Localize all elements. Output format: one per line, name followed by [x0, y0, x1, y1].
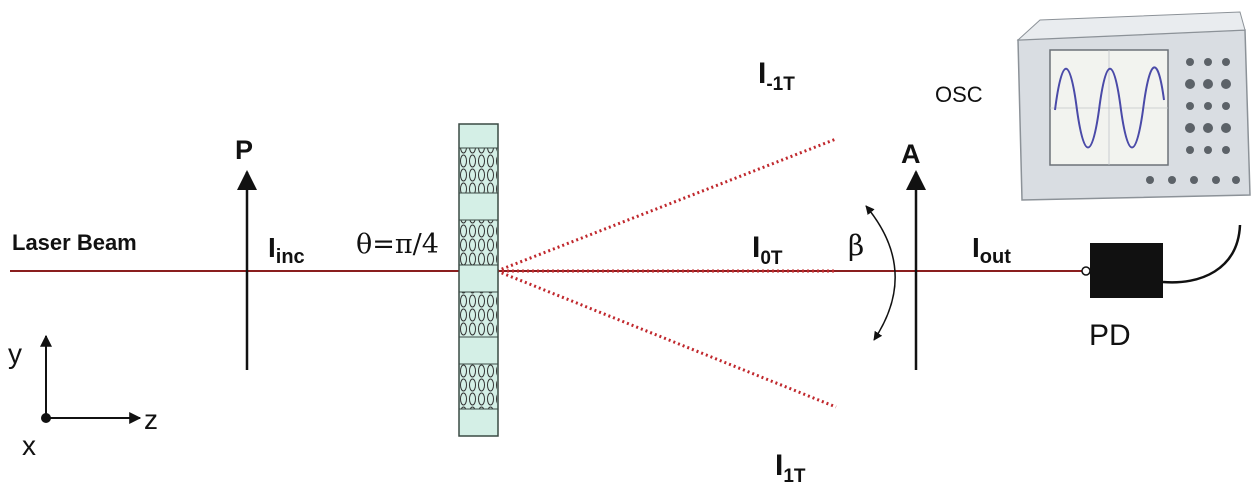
analyzer-label: A [901, 139, 921, 169]
photodetector-icon [1081, 224, 1242, 298]
incident-intensity-sub: inc [276, 246, 305, 268]
output-intensity-label: Iout [972, 232, 1011, 268]
order-plus1-label: I1T [775, 449, 806, 487]
rotation-arc-icon [865, 205, 896, 341]
order-0-sub: 0T [760, 248, 783, 269]
oscilloscope-icon [1016, 11, 1251, 201]
order-minus1-main: I [758, 57, 766, 90]
order-plus1-main: I [775, 449, 783, 482]
beta-label: β [848, 229, 864, 262]
order-plus1-beam [496, 269, 837, 409]
laser-beam-label: Laser Beam [12, 230, 137, 255]
coordinate-axes [40, 334, 142, 424]
theta-label: θ=π/4 [356, 229, 439, 260]
order-0-label: I0T [752, 231, 783, 269]
order-minus1-beam [496, 137, 837, 273]
polarizer-label: P [235, 135, 253, 165]
incident-intensity-label: Iinc [268, 232, 305, 268]
output-intensity-main: I [972, 232, 980, 263]
photodetector-label: PD [1089, 319, 1131, 352]
order-0-main: I [752, 231, 760, 264]
oscilloscope-label: OSC [935, 82, 983, 107]
order-plus1-sub: 1T [783, 466, 806, 487]
axis-y-label: y [8, 338, 22, 369]
output-intensity-sub: out [980, 246, 1011, 268]
order-minus1-sub: -1T [766, 74, 795, 95]
incident-intensity-main: I [268, 232, 276, 263]
axis-x-label: x [22, 430, 36, 461]
order-minus1-label: I-1T [758, 57, 795, 95]
axis-z-label: z [144, 404, 158, 435]
liquid-crystal-grating-icon [458, 123, 499, 437]
